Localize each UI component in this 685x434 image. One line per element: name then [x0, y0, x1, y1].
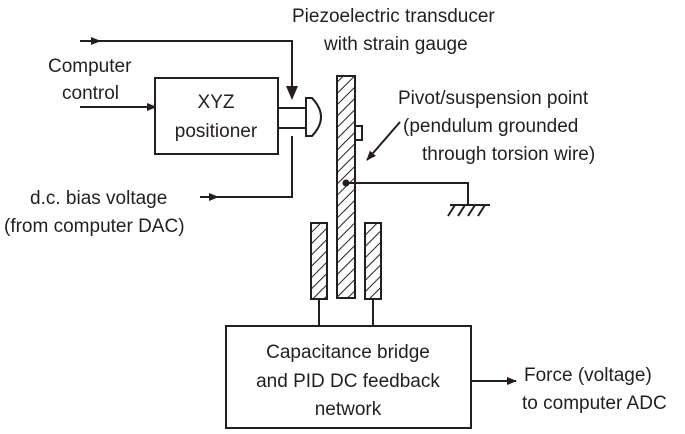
bias-voltage-line — [200, 136, 293, 198]
ground-icon — [447, 204, 490, 217]
computer-control-label-line2: control — [62, 83, 119, 104]
capacitor-plate-left — [310, 222, 328, 300]
pivot-label-line2: (pendulum grounded — [403, 116, 578, 137]
piezo-transducer-tip — [305, 97, 322, 137]
xyz-positioner-label-line2: positioner — [175, 121, 258, 142]
pendulum-bar — [336, 75, 356, 299]
piezo-label-line1: Piezoelectric transducer — [292, 6, 495, 27]
computer-control-label-line1: Computer — [48, 56, 132, 77]
piezo-label-line2: with strain gauge — [323, 34, 468, 55]
bridge-label-line1: Capacitance bridge — [266, 342, 430, 363]
pivot-label-line3: through torsion wire) — [422, 144, 595, 165]
bridge-label-line3: network — [315, 399, 382, 420]
force-label-line1: Force (voltage) — [524, 365, 652, 386]
capacitor-plate-right — [364, 222, 382, 300]
positioner-rod — [277, 107, 307, 129]
bias-label-line1: d.c. bias voltage — [30, 188, 167, 209]
strain-gauge — [354, 125, 363, 141]
pivot-label-line1: Pivot/suspension point — [398, 88, 589, 109]
pivot-arrow — [366, 121, 401, 161]
computer-control-inputs — [80, 37, 298, 111]
control-line-top — [98, 40, 293, 96]
xyz-positioner-box — [154, 77, 279, 155]
bias-label-line2: (from computer DAC) — [4, 216, 185, 237]
control-line-top-arrowhead — [286, 86, 298, 100]
xyz-positioner-label-line1: XYZ — [198, 92, 235, 113]
force-label-line2: to computer ADC — [522, 393, 667, 414]
torsion-wire — [346, 182, 469, 205]
capacitance-bridge-box — [225, 325, 472, 429]
bridge-label-line2: and PID DC feedback — [256, 371, 440, 392]
